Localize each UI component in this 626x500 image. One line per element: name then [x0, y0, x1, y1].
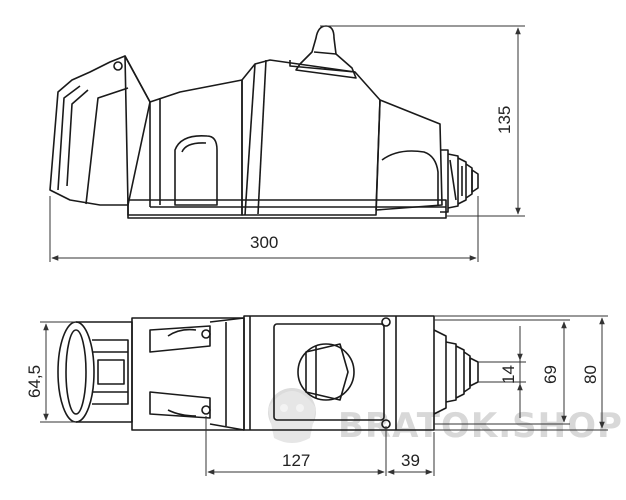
dim-label-135: 135 — [495, 106, 514, 134]
dim-label-14: 14 — [499, 365, 518, 384]
top-view — [57, 315, 479, 431]
watermark-logo-icon — [268, 388, 316, 443]
dim-label-80: 80 — [581, 365, 600, 384]
dim-label-300: 300 — [250, 233, 278, 252]
switch-plate — [273, 323, 385, 421]
dim-label-39: 39 — [401, 451, 420, 470]
top-dimensions — [40, 315, 608, 476]
switch-knob-top — [297, 343, 355, 401]
cable-gland-top — [445, 341, 479, 403]
side-view — [49, 25, 479, 219]
socket-cap — [49, 55, 151, 206]
switch-housing — [241, 59, 381, 216]
base-plate — [127, 199, 447, 219]
dim-label-69: 69 — [541, 365, 560, 384]
watermark-text: BRATOK.SHOP — [338, 406, 623, 446]
cable-gland-side — [440, 149, 479, 213]
dim-label-127: 127 — [282, 451, 310, 470]
socket-face — [57, 321, 95, 423]
rear-housing — [375, 99, 443, 211]
socket-body-top — [131, 317, 245, 431]
side-dimensions — [49, 25, 525, 262]
dim-label-64-5: 64,5 — [25, 365, 44, 398]
